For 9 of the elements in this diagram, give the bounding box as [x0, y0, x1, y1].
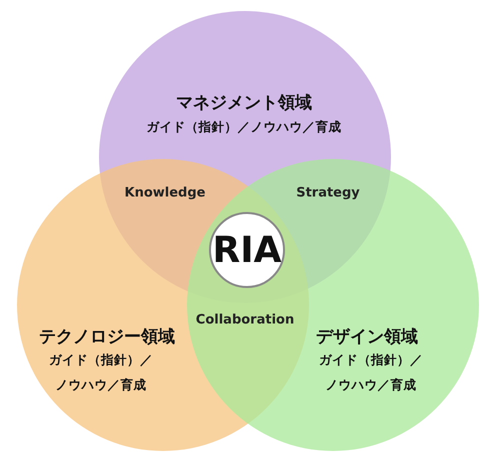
- overlap-label: Knowledge: [124, 186, 206, 200]
- area-description: ガイド（指針）／ノウハウ／育成: [318, 351, 424, 394]
- area-heading: マネジメント領域: [176, 92, 312, 114]
- area-heading: テクノロジー領域: [39, 326, 175, 348]
- area-description: ガイド（指針）／ノウハウ／育成: [48, 351, 154, 394]
- area-heading: デザイン領域: [316, 326, 418, 348]
- area-description: ガイド（指針）／ノウハウ／育成: [146, 118, 342, 136]
- overlap-label: Strategy: [296, 186, 360, 200]
- overlap-label: Collaboration: [196, 312, 294, 328]
